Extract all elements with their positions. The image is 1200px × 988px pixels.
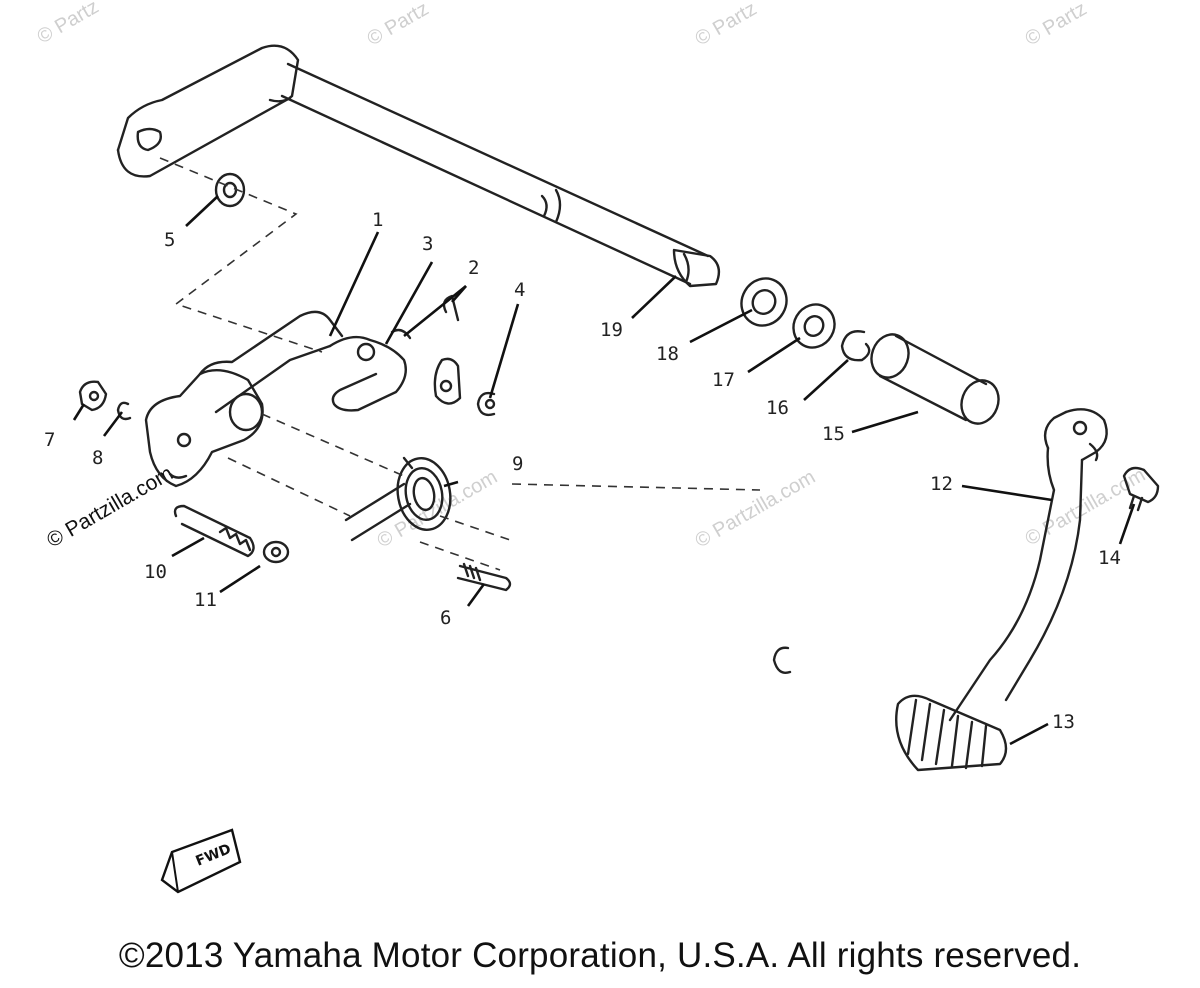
shift-lever-body [144, 368, 264, 488]
watermark-top-1: © Partz [34, 0, 103, 48]
stopper-pin-6 [456, 562, 512, 592]
shift-shaft-19 [116, 44, 721, 288]
callout-4: 4 [514, 279, 525, 301]
nut-7 [78, 380, 108, 412]
pin-10 [173, 504, 255, 558]
bolt-14 [1122, 466, 1160, 512]
washer-11 [262, 540, 290, 564]
copyright-notice: ©2013 Yamaha Motor Corporation, U.S.A. A… [118, 936, 1082, 975]
collar-15 [870, 333, 1000, 425]
callout-1: 1 [372, 209, 383, 231]
callout-labels: 1 2 3 4 5 6 7 8 9 10 11 12 13 14 15 16 1… [44, 209, 1121, 733]
callout-6: 6 [440, 607, 451, 629]
watermark-left-edge: © Partzilla.com [43, 462, 177, 553]
callout-19: 19 [600, 319, 623, 341]
circlip-16 [840, 330, 871, 362]
watermark-mid-1: © Partzilla.com [692, 466, 820, 552]
callout-13: 13 [1052, 711, 1075, 733]
washer-17 [792, 303, 836, 349]
callout-2: 2 [468, 257, 479, 279]
callout-7: 7 [44, 429, 55, 451]
callout-5: 5 [164, 229, 175, 251]
watermark-top-2: © Partz [364, 0, 433, 50]
callout-9: 9 [512, 453, 523, 475]
circlip-4 [476, 391, 496, 417]
callout-3: 3 [422, 233, 433, 255]
callout-14: 14 [1098, 547, 1121, 569]
spring-10-coil [218, 526, 252, 552]
callout-18: 18 [656, 343, 679, 365]
callout-12: 12 [930, 473, 953, 495]
oil-seal-18 [740, 277, 788, 327]
shift-pedal-exploded-diagram: © Partz © Partz © Partz © Partz © Partzi… [34, 0, 1160, 894]
callout-15: 15 [822, 423, 845, 445]
callout-11: 11 [194, 589, 217, 611]
assembly-guide-lines [159, 157, 761, 571]
return-spring-9 [344, 456, 452, 542]
leader-lines [72, 195, 1136, 746]
callout-10: 10 [144, 561, 167, 583]
shift-claw-2 [433, 294, 462, 405]
pedal-rubber-13 [895, 694, 1008, 772]
shift-pedal-12 [948, 408, 1108, 722]
watermark-top-4: © Partz [1022, 0, 1091, 50]
callout-16: 16 [766, 397, 789, 419]
washer-8 [116, 401, 132, 421]
fwd-arrow-icon: FWD [160, 828, 242, 894]
shift-arm-assembly [198, 310, 412, 414]
callout-17: 17 [712, 369, 735, 391]
stray-clip [772, 646, 792, 674]
watermark-top-3: © Partz [692, 0, 761, 50]
callout-8: 8 [92, 447, 103, 469]
